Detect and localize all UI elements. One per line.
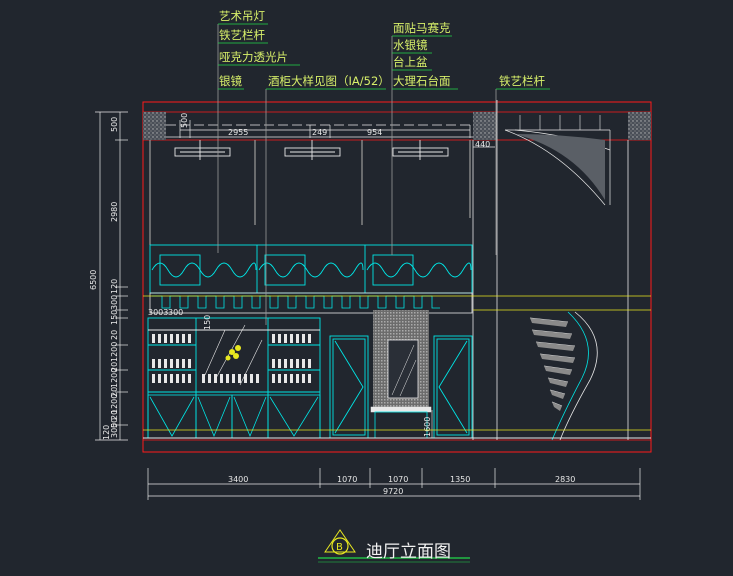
left-dim-8: 1200 [110,368,119,388]
top-dimensions [179,120,495,148]
bottom-dimension-lines [147,468,641,500]
top-dim-5: 440 [475,140,490,149]
staircase-upper-fill [515,134,605,200]
left-dim-6: 1200 [110,342,119,362]
mezzanine-railing [149,244,473,294]
counter-dim: 1600 [423,417,432,437]
callout-water-silver-mirror: 水银镜 [393,38,428,52]
top-dim-3: 249 [312,128,327,137]
callout-basin: 台上盆 [393,55,428,69]
door-right [433,335,473,439]
title-badge: B [318,529,470,563]
left-dim-total: 6500 [89,270,98,290]
left-dim-7: 20 [110,362,119,372]
callout-marble: 大理石台面 [393,74,451,88]
marble-countertop [370,406,432,413]
balustrade-pattern [152,295,440,309]
drawing-title: 迪厅立面图 [366,542,451,562]
left-dimension-lines [95,111,128,441]
callout-acrylic: 哑克力透光片 [219,50,288,64]
staircase-upper [504,129,611,206]
left-dim-0: 500 [110,117,119,132]
left-dim-12: 50 [110,418,119,428]
staircase-upper-rails [519,115,601,130]
top-dim-1: 500 [180,113,189,128]
outer-frame [142,101,652,453]
left-dim-14: 300 [110,423,119,438]
left-dim-10: 1200 [110,394,119,414]
slab-hatch-right [628,112,651,140]
left-dim-2: 120 [110,279,119,294]
cabinet-dim-1: 3003 [148,308,168,317]
title-badge-letter: B [336,542,343,553]
staircase-lower-treads [530,318,575,411]
left-dim-11: 20 [110,410,119,420]
top-dim-4: 954 [367,128,382,137]
callout-wine-cabinet: 酒柜大样见图（IA/52） [268,74,390,88]
cabinet-dim-2: 300 [168,308,183,317]
callout-silver-mirror: 银镜 [219,74,242,88]
slab-hatch-left [143,112,166,140]
callout-chandelier: 艺术吊灯 [219,9,265,23]
column-lines [472,100,629,440]
bottom-dim-4: 1350 [450,475,470,484]
left-dim-9: 20 [110,387,119,397]
hanging-rods [149,140,471,245]
balustrade-band [149,292,473,314]
leader-lines [217,24,497,325]
mirror-reflections [391,344,417,397]
chandelier-fixtures [174,140,449,160]
leader-underlines [218,23,550,90]
callout-iron-rail: 铁艺栏杆 [219,28,265,42]
left-dim-1: 2980 [110,202,119,222]
left-dim-4: 150 [110,310,119,325]
cabinet-dim-3: 150 [203,315,212,330]
bottom-dim-2: 1070 [337,475,357,484]
plant-ornament [225,345,241,361]
door-left [329,335,369,439]
slab-hatch-mid [473,112,497,140]
counter-base [374,411,428,439]
bottom-dim-5: 2830 [555,475,575,484]
top-dim-2: 2955 [228,128,248,137]
bottom-dim-1: 3400 [228,475,248,484]
callout-mosaic: 面贴马赛克 [393,21,451,35]
left-dim-13: 120 [102,425,111,440]
water-silver-mirror [387,339,419,399]
left-dim-3: 300 [110,295,119,310]
left-dim-5: 20 [110,330,119,340]
cabinet-doors [147,394,321,439]
wine-bottles [152,334,311,383]
callout-iron-rail-right: 铁艺栏杆 [499,74,545,88]
bottom-dim-total: 9720 [383,487,403,496]
bottom-dim-3: 1070 [388,475,408,484]
